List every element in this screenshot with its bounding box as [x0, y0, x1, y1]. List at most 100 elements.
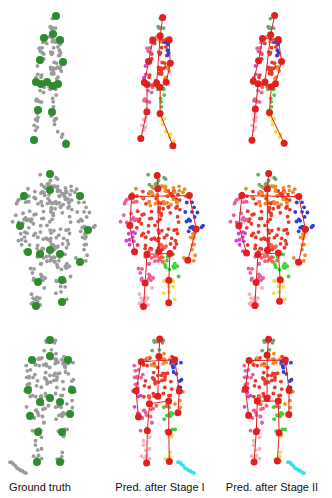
point: [292, 256, 296, 260]
point: [243, 231, 247, 235]
point: [58, 201, 62, 205]
point: [33, 190, 37, 194]
point: [250, 277, 254, 281]
point: [143, 384, 147, 388]
point: [40, 204, 44, 208]
point: [85, 215, 89, 219]
skeleton-bone: [157, 36, 161, 83]
point: [263, 364, 267, 368]
point: [259, 237, 263, 241]
point: [59, 290, 63, 294]
joint: [276, 429, 283, 436]
point: [254, 379, 258, 383]
point: [55, 61, 59, 65]
point: [53, 207, 57, 211]
joint: [66, 410, 74, 418]
joint: [171, 356, 178, 363]
point: [270, 255, 274, 259]
joint: [254, 251, 261, 258]
point: [269, 66, 273, 70]
point: [258, 457, 262, 461]
skeleton-bone: [168, 432, 170, 461]
point: [141, 190, 145, 194]
point: [178, 406, 182, 410]
point: [261, 376, 265, 380]
point: [60, 450, 64, 454]
point: [69, 184, 73, 188]
joint: [49, 82, 57, 90]
point: [259, 415, 263, 419]
point: [253, 384, 257, 388]
point: [127, 232, 131, 236]
point: [302, 471, 306, 475]
point: [60, 394, 64, 398]
point: [133, 231, 137, 235]
point: [282, 370, 286, 374]
point: [65, 190, 69, 194]
point: [295, 201, 299, 205]
joint: [165, 398, 172, 405]
point: [282, 197, 286, 201]
joint: [24, 386, 32, 394]
point: [140, 267, 144, 271]
point: [161, 362, 165, 366]
point: [52, 373, 56, 377]
point: [159, 97, 163, 101]
point: [196, 211, 200, 215]
joint: [169, 142, 176, 149]
joint: [59, 58, 67, 66]
point: [276, 48, 280, 52]
point: [28, 243, 32, 247]
joint: [267, 31, 274, 38]
point: [51, 211, 55, 215]
point: [164, 188, 168, 192]
skeleton-bone: [175, 360, 180, 391]
point: [46, 237, 50, 241]
skeleton-bone: [252, 109, 255, 140]
point: [279, 203, 283, 207]
point: [278, 450, 282, 454]
point: [82, 200, 86, 204]
point: [39, 230, 43, 234]
point: [145, 46, 149, 50]
point: [139, 394, 143, 398]
joint: [176, 388, 183, 395]
point: [88, 211, 92, 215]
point: [244, 187, 248, 191]
point: [148, 395, 152, 399]
point: [147, 200, 151, 204]
skeleton-bone: [168, 401, 169, 432]
point: [162, 352, 166, 356]
point: [25, 405, 29, 409]
point: [260, 90, 264, 94]
point: [82, 210, 86, 214]
point: [172, 186, 176, 190]
joint: [36, 56, 44, 64]
point: [173, 190, 177, 194]
point: [75, 210, 79, 214]
point: [31, 429, 35, 433]
point: [142, 443, 146, 447]
point: [32, 234, 36, 238]
point: [37, 46, 41, 50]
point: [288, 208, 292, 212]
joint: [142, 279, 149, 286]
joint: [235, 222, 242, 229]
point: [42, 363, 46, 367]
point: [35, 119, 39, 123]
joint: [46, 336, 54, 344]
point: [148, 435, 152, 439]
point: [285, 201, 289, 205]
point: [260, 363, 264, 367]
point: [145, 364, 149, 368]
joint: [28, 356, 36, 364]
point: [298, 219, 302, 223]
point: [154, 237, 158, 241]
point: [84, 205, 88, 209]
point: [51, 100, 55, 104]
point: [144, 243, 148, 247]
joint: [56, 250, 64, 258]
point-cloud: [8, 336, 77, 475]
point: [23, 235, 27, 239]
